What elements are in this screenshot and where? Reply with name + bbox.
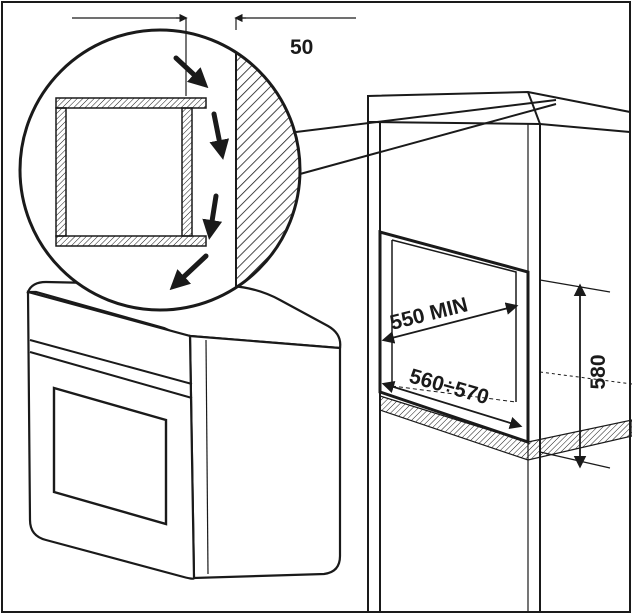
- depth-dimension: [381, 302, 519, 344]
- width-dimension: [381, 380, 523, 430]
- gap-label: 50: [290, 36, 313, 59]
- height-label: 580: [587, 354, 610, 389]
- gap-dimension: [72, 13, 356, 96]
- height-dimension: [539, 279, 611, 469]
- oven-appliance: [26, 280, 342, 580]
- magnifier-leader: [295, 99, 557, 175]
